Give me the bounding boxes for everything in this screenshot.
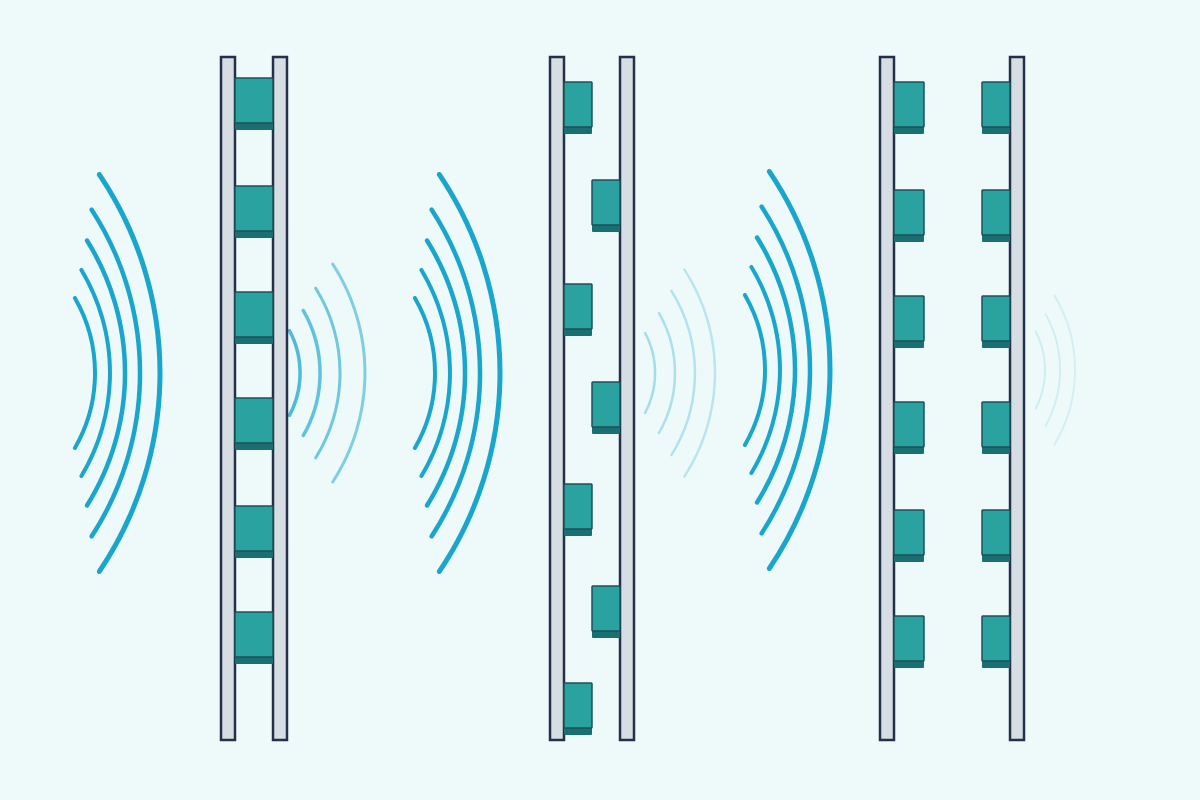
incoming-wave-arc-4 [759, 204, 813, 536]
insulation-block-5 [234, 505, 274, 558]
transmitted-wave-arc-1 [287, 328, 302, 418]
incoming-wave-arc-3 [424, 238, 468, 508]
right-stud [1008, 55, 1026, 742]
left-stud [878, 55, 896, 742]
incoming-wave-arc-2 [419, 268, 452, 478]
right-insulation-block-5 [981, 509, 1011, 562]
staggered-stud-wall-panel [412, 55, 717, 742]
incoming-wave-arc-1 [72, 296, 97, 450]
transmitted-wave-arc-2 [1044, 313, 1062, 427]
single-stud-wall-panel [72, 55, 367, 742]
incoming-wave-arc-3 [754, 235, 798, 505]
transmitted-wave-arc-3 [314, 286, 342, 460]
left-insulation-block-3 [893, 295, 925, 348]
right-insulation-block-2 [981, 189, 1011, 242]
insulation-block-6 [591, 585, 621, 638]
left-stud [548, 55, 566, 742]
incoming-wave-arc-3 [84, 238, 128, 508]
right-insulation-block-3 [981, 295, 1011, 348]
insulation-block-4 [591, 381, 621, 434]
incoming-wave-arc-1 [742, 293, 767, 447]
insulation-block-3 [234, 291, 274, 344]
insulation-block-4 [234, 397, 274, 450]
transmitted-wave-arc-1 [1034, 330, 1046, 410]
transmitted-wave-arc-2 [657, 311, 677, 435]
transmitted-wave-arc-3 [1053, 294, 1077, 446]
left-insulation-block-4 [893, 401, 925, 454]
left-stud [219, 55, 237, 742]
left-insulation-block-5 [893, 509, 925, 562]
incoming-wave-arc-2 [79, 268, 112, 478]
insulation-block-5 [563, 483, 593, 536]
incoming-wave-arc-1 [412, 296, 437, 450]
left-insulation-block-1 [893, 81, 925, 134]
left-insulation-block-6 [893, 615, 925, 668]
insulation-block-7 [563, 682, 593, 735]
incoming-wave-arc-5 [436, 172, 503, 574]
right-stud [271, 55, 289, 742]
transmitted-wave-arc-4 [331, 262, 367, 484]
transmitted-wave-arc-4 [683, 268, 717, 478]
insulation-block-1 [234, 77, 274, 130]
right-insulation-block-1 [981, 81, 1011, 134]
insulation-block-2 [591, 179, 621, 232]
transmitted-wave-arc-3 [670, 289, 697, 457]
transmitted-wave-arc-2 [301, 308, 322, 438]
right-stud [618, 55, 636, 742]
left-insulation-block-2 [893, 189, 925, 242]
insulation-block-2 [234, 185, 274, 238]
insulation-block-1 [563, 81, 593, 134]
incoming-wave-arc-5 [766, 169, 833, 571]
incoming-wave-arc-4 [429, 207, 483, 539]
incoming-wave-arc-5 [96, 172, 163, 574]
insulation-block-3 [563, 283, 593, 336]
double-stud-wall-panel [742, 55, 1077, 742]
incoming-wave-arc-4 [89, 207, 143, 539]
transmitted-wave-arc-1 [643, 331, 657, 415]
right-insulation-block-4 [981, 401, 1011, 454]
right-insulation-block-6 [981, 615, 1011, 668]
incoming-wave-arc-2 [749, 265, 782, 475]
insulation-block-6 [234, 611, 274, 664]
